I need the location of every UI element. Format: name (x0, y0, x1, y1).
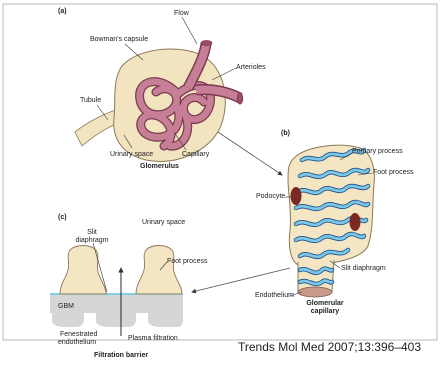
podocyte-nucleus-left (291, 187, 302, 205)
label-flow: Flow (174, 10, 189, 17)
label-arterioles: Arterioles (236, 64, 266, 71)
panel-label-c: (c) (58, 214, 67, 221)
label-tubule: Tubule (80, 97, 101, 104)
label-glomerulus: Glomerulus (140, 163, 179, 170)
label-podocyte: Podocyte (256, 193, 285, 200)
label-plasma-filtration: Plasma filtration (128, 335, 178, 342)
label-fenestrated-2: endothelium (58, 339, 96, 346)
label-slit-c-1: Slit (77, 229, 107, 236)
podocyte-illustration (288, 145, 374, 297)
label-foot-process-c: Foot process (167, 258, 207, 265)
label-gbm: GBM (58, 303, 74, 310)
podocyte-nucleus-right (350, 213, 361, 231)
label-fenestrated-1: Fenestrated (60, 331, 97, 338)
endothelium-block-2 (96, 313, 136, 327)
panel-label-a: (a) (58, 8, 67, 15)
zoom-arrow-a-to-b (218, 132, 282, 175)
label-endothelium: Endothelium (255, 292, 294, 299)
foot-process-right (136, 246, 182, 295)
afferent-arteriole-opening (201, 41, 212, 46)
zoom-arrow-b-to-c (192, 268, 290, 292)
foot-process-left (60, 246, 106, 295)
label-bowmans-capsule: Bowman's capsule (90, 36, 148, 43)
label-foot-process-b: Foot process (373, 169, 413, 176)
label-filtration-barrier: Filtration barrier (94, 352, 148, 359)
label-slit-diaphragm-b: Slit diaphragm (341, 265, 386, 272)
panel-label-b: (b) (281, 130, 290, 137)
capillary-lumen (298, 287, 332, 297)
label-slit-c-2: diaphragm (72, 237, 112, 244)
label-glomerular-capillary-1: Glomerular (305, 300, 345, 307)
label-urinary-space-c: Urinary space (142, 219, 185, 226)
label-urinary-space-a: Urinary space (110, 151, 153, 158)
citation: Trends Mol Med 2007;13:396–403 (238, 340, 421, 354)
endothelium-block-1 (52, 313, 84, 327)
filtration-barrier-illustration (50, 246, 183, 337)
label-primary-process: Primary process (352, 148, 403, 155)
efferent-arteriole-opening (237, 93, 243, 104)
endothelium-block-3 (148, 313, 183, 327)
label-capillary: Capillary (182, 151, 209, 158)
label-glomerular-capillary-2: capillary (305, 308, 345, 315)
